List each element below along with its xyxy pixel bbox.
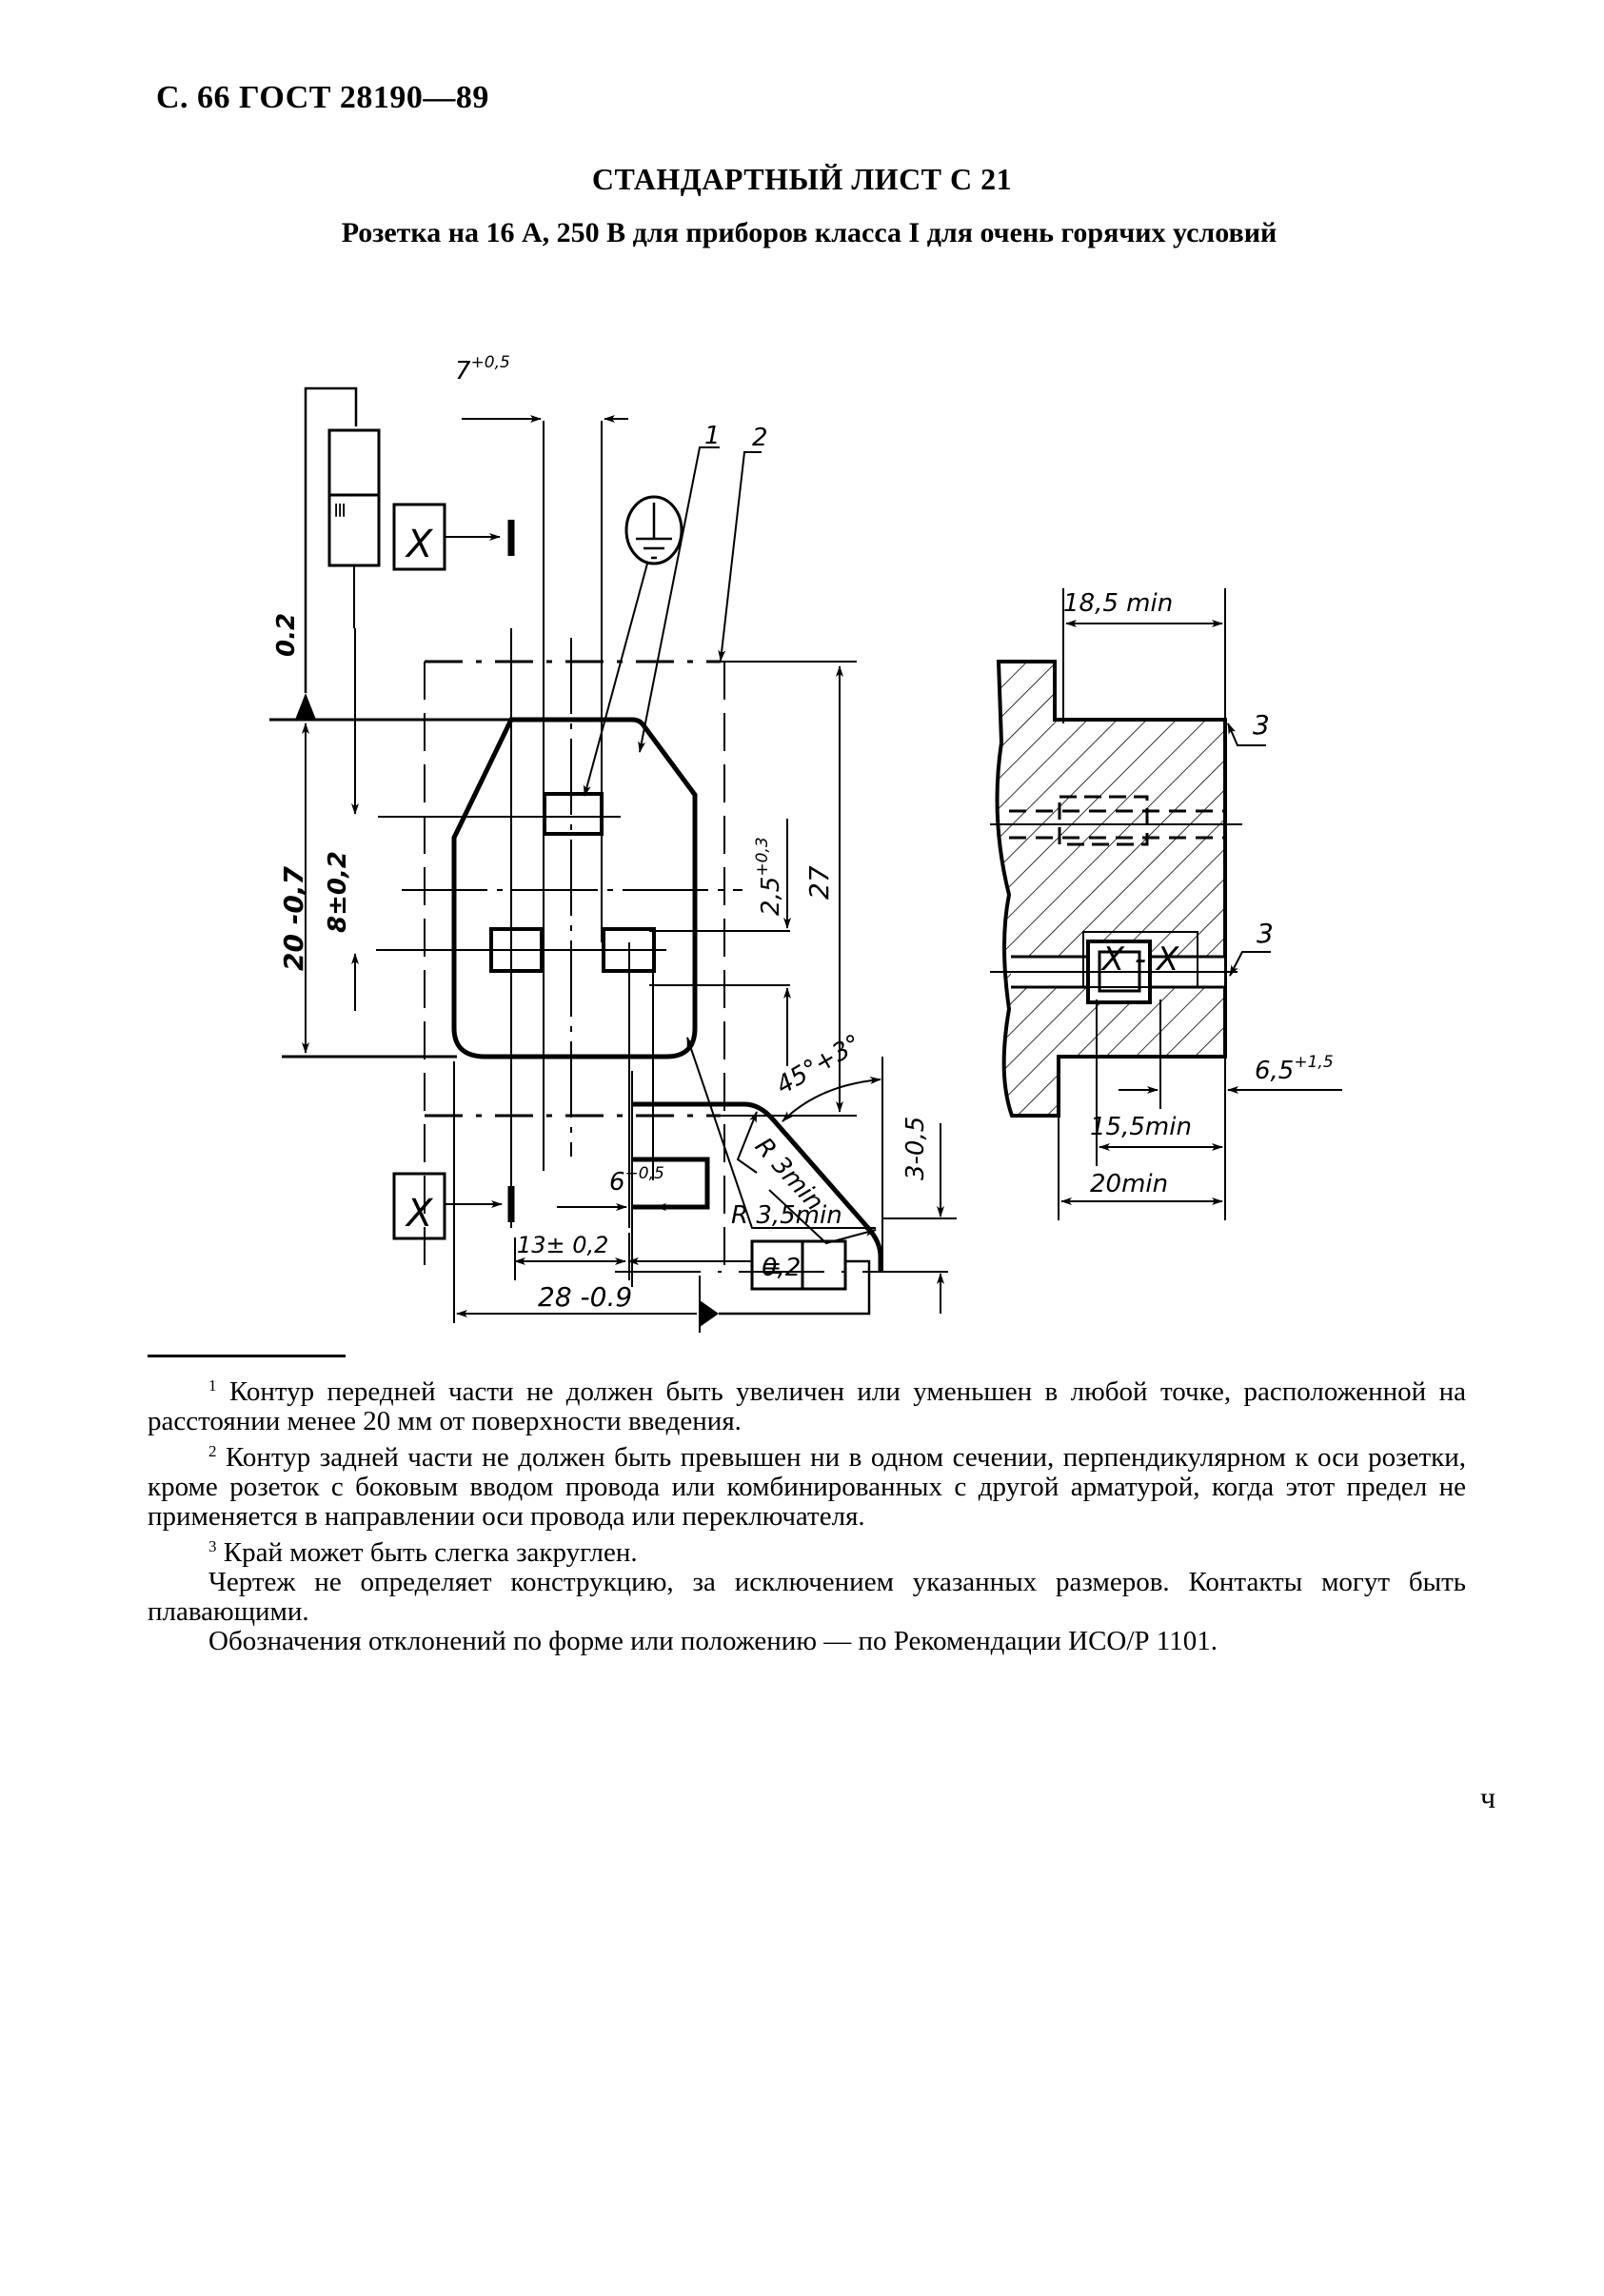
page-title: СТАНДАРТНЫЙ ЛИСТ С 21 <box>591 162 1013 196</box>
footnote-rule <box>148 1355 346 1357</box>
svg-text:X: X <box>405 1192 434 1236</box>
section-view <box>990 588 1342 1220</box>
note-construction: Чертеж не определяет конструкцию, за иск… <box>148 1567 1466 1627</box>
svg-text:6+0,5: 6+0,5 <box>609 1164 664 1197</box>
svg-text:X: X <box>405 523 434 566</box>
svg-text:6,5+1,5: 6,5+1,5 <box>1255 1053 1334 1085</box>
svg-text:3: 3 <box>1253 709 1270 741</box>
page-mark: ч <box>1480 1780 1496 1814</box>
svg-text:≡: ≡ <box>328 502 352 519</box>
front-view <box>269 386 876 1333</box>
svg-text:1: 1 <box>704 422 721 450</box>
datum-triangle <box>295 693 316 720</box>
svg-text:2,5+0,3: 2,5+0,3 <box>753 837 785 916</box>
svg-text:13± 0,2: 13± 0,2 <box>517 1232 608 1258</box>
svg-text:0.2: 0.2 <box>272 613 301 657</box>
earth-symbol-icon <box>624 495 683 565</box>
footnote-1: 1 Контур передней части не должен быть у… <box>148 1376 1467 1436</box>
section-label: X - X <box>1082 931 1198 988</box>
svg-text:45°+3°: 45°+3° <box>772 1029 866 1100</box>
footnotes: 1 Контур передней части не должен быть у… <box>148 1371 1466 1656</box>
page-header: С. 66 ГОСТ 28190—89 <box>156 80 489 115</box>
section-view-labels: 18,5 min 3 3 6,5+1,5 15,5min 20min <box>1063 589 1334 1198</box>
svg-text:20 -0,7: 20 -0,7 <box>278 866 309 971</box>
svg-text:20min: 20min <box>1090 1170 1168 1198</box>
svg-text:8±0,2: 8±0,2 <box>324 851 352 933</box>
page-subtitle: Розетка на 16 А, 250 В для приборов клас… <box>341 217 1277 248</box>
technical-drawing: 7+0,5 1 2 0.2 ≡ X X 20 -0,7 8±0,2 2,5+0,… <box>269 353 1342 1333</box>
svg-text:28 -0.9: 28 -0.9 <box>538 1281 632 1313</box>
svg-text:7+0,5: 7+0,5 <box>455 353 510 386</box>
svg-text:0,2: 0,2 <box>762 1254 801 1282</box>
note-designations: Обозначения отклонений по форме или поло… <box>208 1626 1218 1656</box>
detail-drawing: 45°+3° R 3min 3-0,5 <box>615 1029 957 1314</box>
front-view-labels: 7+0,5 1 2 0.2 ≡ X X 20 -0,7 8±0,2 2,5+0,… <box>272 353 842 1313</box>
svg-text:3-0,5: 3-0,5 <box>901 1117 930 1180</box>
svg-text:18,5 min: 18,5 min <box>1063 589 1173 618</box>
svg-text:3: 3 <box>1257 918 1274 949</box>
svg-text:2: 2 <box>752 424 768 452</box>
footnote-3: 3 Край может быть слегка закруглен. <box>208 1537 638 1568</box>
svg-text:15,5min: 15,5min <box>1090 1113 1192 1141</box>
svg-text:≡: ≡ <box>762 1255 782 1281</box>
svg-text:27: 27 <box>803 865 835 900</box>
footnote-2: 2 Контур задней части не должен быть пре… <box>148 1442 1467 1532</box>
svg-text:R 3min: R 3min <box>749 1133 829 1217</box>
